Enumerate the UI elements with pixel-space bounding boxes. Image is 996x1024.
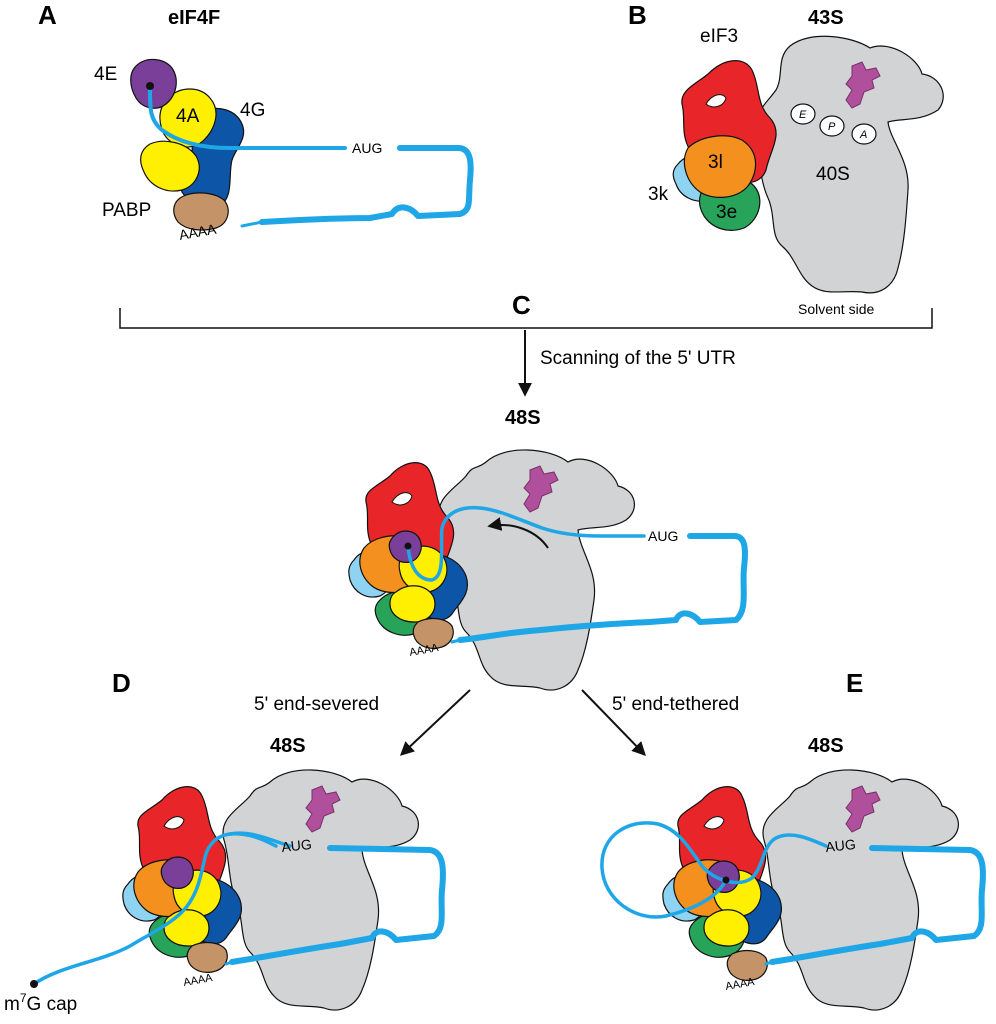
mrna-loop-e: [600, 821, 828, 919]
label-aug-c: AUG: [648, 528, 678, 544]
mrna-strand-d-3p: [229, 845, 446, 965]
label-solvent-side: Solvent side: [798, 301, 874, 317]
site-a-label: A: [859, 129, 867, 141]
cap-label-rest: G cap: [27, 994, 78, 1015]
label-polya-e: AAAA: [724, 976, 756, 993]
site-a: [851, 123, 877, 145]
arrow-to-d: [399, 689, 471, 756]
mrna-tail-c: [450, 638, 462, 644]
pabp-shape-e: [726, 949, 768, 981]
panel-e-letter: E: [846, 668, 863, 698]
panel-d: D 5' end-severed 48S AUG AAAA m7G cap: [4, 668, 446, 1015]
eif4e-shape-d: [160, 856, 194, 889]
label-3l: 3l: [708, 152, 723, 173]
cap-dot-d: [30, 980, 38, 988]
panel-e: E 5' end-tethered 48S AUG AAAA: [600, 668, 986, 1011]
panel-b-letter: B: [628, 0, 647, 30]
label-3e: 3e: [716, 202, 737, 223]
eif4a-lower-shape-c: [389, 585, 436, 623]
mrna-tail-e: [764, 960, 774, 966]
panel-b-title: 43S: [808, 7, 844, 29]
pabp-shape-d: [186, 941, 228, 973]
pabp-shape-c: [412, 617, 454, 649]
label-4e: 4E: [94, 64, 117, 85]
trna-e: [845, 785, 881, 833]
pabp-shape: [173, 192, 229, 231]
trna-c: [523, 465, 559, 513]
panel-e-title: 48S: [808, 735, 844, 757]
eif4e-shape: [130, 58, 177, 109]
ribosome-48s-d: [222, 769, 419, 1011]
eif4e-shape-e: [706, 860, 740, 893]
eif4a-lower-shape: [140, 140, 200, 192]
cap-dot-e: [722, 876, 730, 884]
trna-d: [305, 785, 341, 833]
mrna-strand-c-3p: [457, 533, 748, 643]
panel-c: C Scanning of the 5' UTR 48S: [119, 290, 933, 691]
label-aug-e: AUG: [825, 836, 857, 855]
mrna-strand-a: [148, 86, 347, 150]
site-e-label: E: [799, 109, 807, 121]
cap-label-d: m7G cap: [4, 991, 77, 1015]
mrna-mid-d: [228, 831, 292, 848]
label-pabp: PABP: [102, 200, 151, 221]
label-eif3: eIF3: [700, 26, 738, 47]
cap-dot-a: [146, 82, 154, 90]
eif4a-shape: [159, 88, 217, 148]
eif4a-lower-shape-d: [163, 909, 210, 947]
panel-a-letter: A: [38, 0, 57, 30]
mrna-strand-a-3p: [259, 145, 474, 225]
label-40s: 40S: [816, 164, 850, 185]
site-p: [819, 115, 845, 137]
label-polya-c: AAAA: [408, 642, 440, 659]
panel-d-title: 48S: [270, 735, 306, 757]
eif3-hole-d: [163, 816, 185, 830]
panel-d-letter: D: [112, 668, 131, 698]
eif3l-shape-b: [683, 135, 757, 198]
bracket-line: [119, 308, 933, 329]
label-4a: 4A: [176, 106, 200, 127]
site-e: [790, 103, 816, 125]
label-3k: 3k: [648, 184, 669, 205]
panel-a-title: eIF4F: [168, 7, 220, 29]
trna-b: [845, 61, 881, 109]
panel-a: A eIF4F 4E 4A 4G PABP AAAA AUG: [38, 0, 474, 243]
scan-direction-arrow: [487, 517, 549, 549]
cap-dot-c: [404, 542, 412, 550]
mrna-tail-d: [224, 960, 234, 966]
label-aug-a: AUG: [352, 140, 382, 156]
panel-c-letter: C: [512, 290, 531, 320]
mrna-strand-c: [406, 505, 646, 582]
eif3-hole-c: [391, 492, 413, 506]
panel-c-title: 48S: [505, 407, 541, 429]
branch-label-e: 5' end-tethered: [612, 694, 739, 715]
eif3-hole-e: [703, 816, 725, 830]
arrow-to-e: [581, 689, 646, 757]
mrna-strand-e-3p: [769, 845, 986, 965]
label-aug-d: AUG: [281, 836, 313, 855]
label-4g: 4G: [240, 100, 265, 121]
scanning-label: Scanning of the 5' UTR: [540, 348, 736, 369]
mrna-strand-a-tail: [240, 220, 264, 228]
cap-label-sup: 7: [20, 991, 27, 1005]
label-polya-a: AAAA: [178, 221, 218, 243]
cap-label-m: m: [4, 994, 20, 1015]
panel-b: B 43S E P A eIF3 3l 3k 3e 40S Solvent si…: [628, 0, 944, 317]
branch-label-d: 5' end-severed: [254, 694, 379, 715]
label-polya-d: AAAA: [182, 972, 214, 989]
eif4a-lower-shape-e: [703, 909, 750, 947]
site-p-label: P: [828, 121, 836, 133]
eif3-hole-b: [705, 94, 727, 108]
